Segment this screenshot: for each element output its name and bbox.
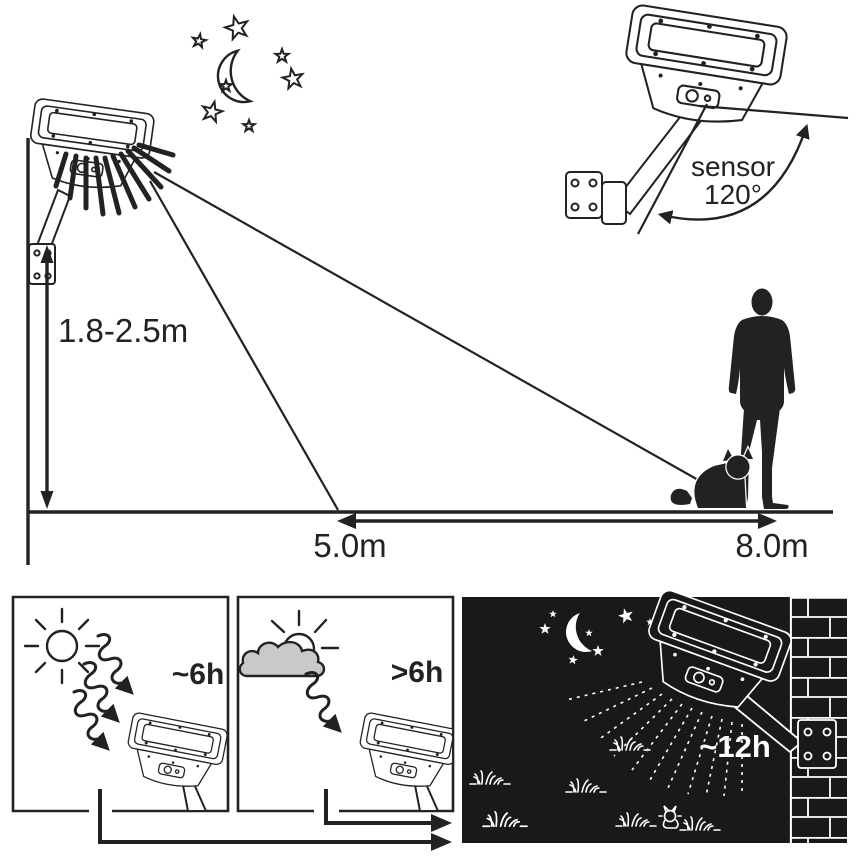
street-lamp-night [631,587,837,769]
wall-bracket [565,171,603,219]
lamp-head [121,711,227,795]
arrow-right-icon [431,814,452,832]
panel-cloudy: >6h [236,595,455,813]
charging-panels: ~6h >6h [11,587,847,851]
star-icon [243,120,254,131]
sensor-angle-right-line [699,104,849,120]
moon-icon [216,48,254,104]
night-sky-icon [191,13,304,130]
panel-sunny: ~6h [11,595,230,813]
sunlight-wavy-arrows-icon [74,635,130,747]
night-hours-label: ~12h [699,729,771,764]
cloudy-hours-label: >6h [391,656,444,689]
sunlight-wavy-arrow-icon [306,673,338,729]
wall-bracket [797,719,837,769]
sensor-closeup: sensor 120° [565,2,849,235]
sensor-word-label: sensor [691,151,775,182]
sensor-angle-label: 120° [704,179,762,210]
distance-dimension: 5.0m 8.0m [313,513,809,564]
wall-bracket [28,243,56,285]
arrow-right-icon [431,833,452,851]
panel-frame [236,595,455,813]
arrow-down-icon [40,491,54,509]
flow-arrows [98,789,452,851]
cat-outline-icon [658,805,682,829]
lamp-head [353,711,452,795]
arrow-up-icon [40,245,54,263]
arrow-right-icon [758,513,777,529]
sensor-cone-near-line [149,180,339,511]
moon-icon [566,612,593,652]
panel-night: ~12h [462,587,847,843]
height-label: 1.8-2.5m [58,312,188,349]
person-silhouette [721,288,796,509]
sensor-angle-arc [657,123,810,225]
cloud-icon [238,640,326,678]
light-rays-icon [53,142,176,217]
panel-frame [11,595,230,813]
sun-behind-cloud-icon [238,609,340,678]
star-icon [275,49,288,62]
near-distance-label: 5.0m [313,527,386,564]
installation-scene: 1.8-2.5m 5.0m 8.0m [23,2,849,565]
night-light-rays-icon [565,681,743,797]
star-icon [281,67,304,89]
sensor-cone-far-line [153,171,701,482]
arrow-left-icon [337,513,356,529]
height-dimension: 1.8-2.5m [40,245,188,509]
star-icon [191,33,206,48]
sunny-hours-label: ~6h [172,658,225,691]
star-icon [223,13,251,40]
cat-silhouette [669,444,755,510]
star-icon [200,99,224,122]
far-distance-label: 8.0m [735,527,808,564]
sun-icon [23,607,101,685]
